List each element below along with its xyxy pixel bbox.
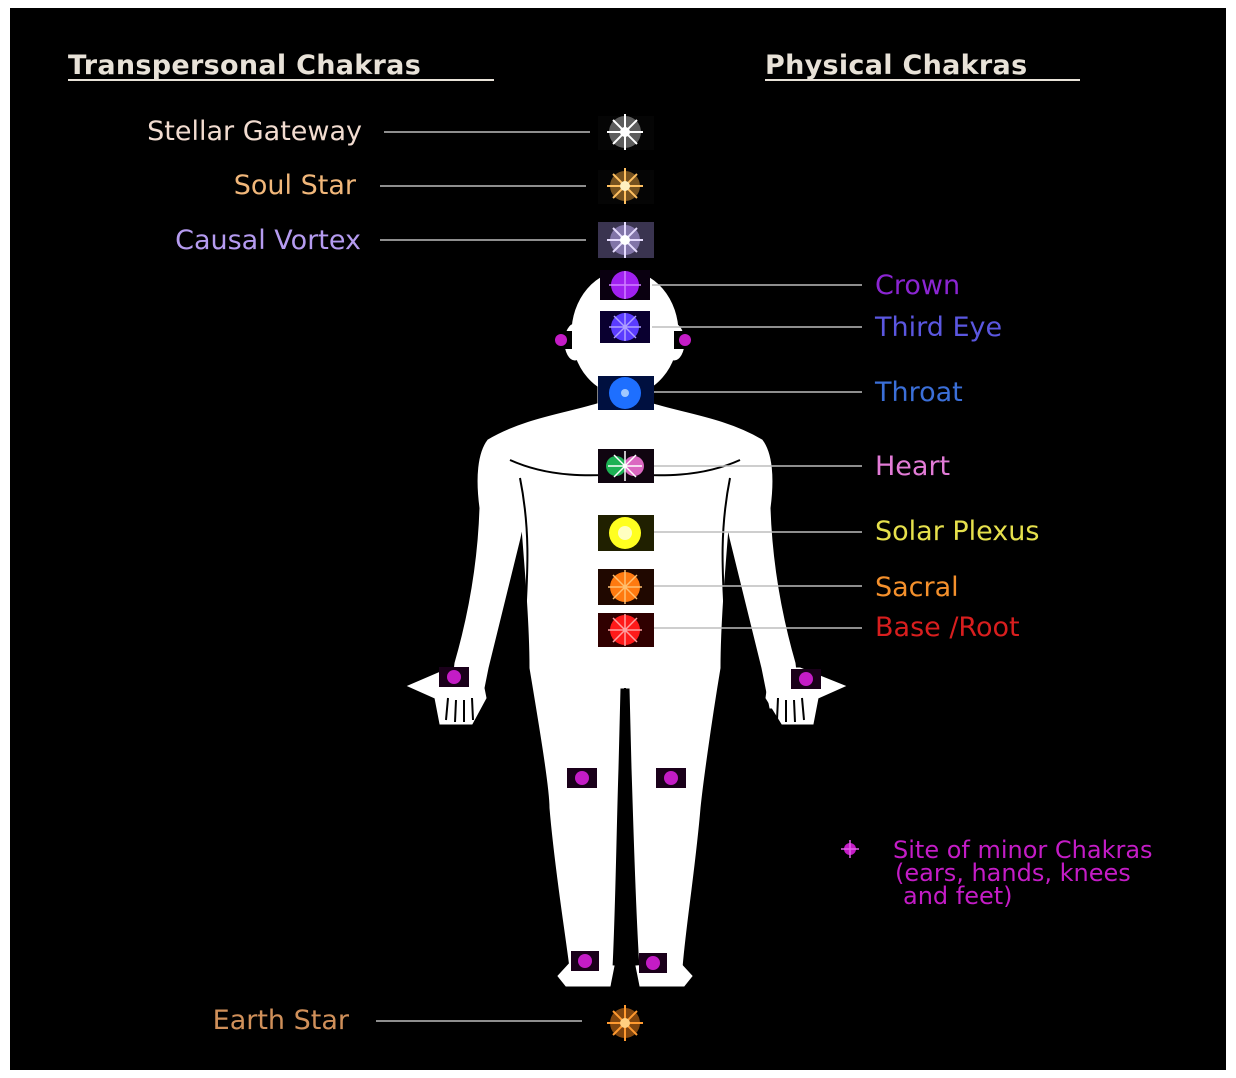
minor-chakra-right-foot: [646, 956, 660, 970]
minor-chakra-right-knee: [664, 771, 678, 785]
label-soul-star: Soul Star: [234, 170, 357, 201]
base-root-marker: [598, 613, 654, 647]
label-causal-vortex: Causal Vortex: [175, 225, 361, 256]
label-solar-plexus: Solar Plexus: [875, 516, 1039, 547]
sacral-marker: [598, 569, 654, 605]
physical-chakra-markers: [598, 270, 654, 647]
solar-plexus-marker: [598, 515, 654, 551]
earth-star-star: [607, 1005, 643, 1041]
third-eye-marker: [600, 311, 650, 343]
minor-chakra-left-ear: [555, 334, 567, 346]
crown-marker: [600, 270, 650, 300]
heading-transpersonal: Transpersonal Chakras: [68, 50, 421, 81]
heading-physical: Physical Chakras: [765, 50, 1027, 81]
legend-line-3: and feet): [903, 882, 1013, 910]
label-throat: Throat: [874, 377, 963, 408]
minor-chakra-left-hand: [447, 670, 461, 684]
minor-chakra-right-ear: [679, 334, 691, 346]
label-third-eye: Third Eye: [874, 312, 1002, 343]
label-earth-star: Earth Star: [213, 1005, 350, 1036]
label-stellar-gateway: Stellar Gateway: [147, 116, 362, 147]
minor-chakra-left-knee: [575, 771, 589, 785]
throat-marker: [598, 376, 654, 410]
minor-chakra-left-foot: [578, 954, 592, 968]
minor-chakra-right-hand: [799, 672, 813, 686]
label-sacral: Sacral: [875, 572, 959, 603]
legend-minor-chakra-icon: [841, 840, 859, 858]
legend: Site of minor Chakras (ears, hands, knee…: [841, 836, 1153, 910]
heart-marker: [598, 449, 654, 483]
label-heart: Heart: [875, 451, 950, 482]
label-crown: Crown: [875, 270, 960, 301]
chakra-diagram: Transpersonal Chakras Physical Chakras: [10, 8, 1226, 1070]
chakra-diagram-panel: Transpersonal Chakras Physical Chakras: [10, 8, 1226, 1070]
label-base-root: Base /Root: [875, 612, 1020, 643]
